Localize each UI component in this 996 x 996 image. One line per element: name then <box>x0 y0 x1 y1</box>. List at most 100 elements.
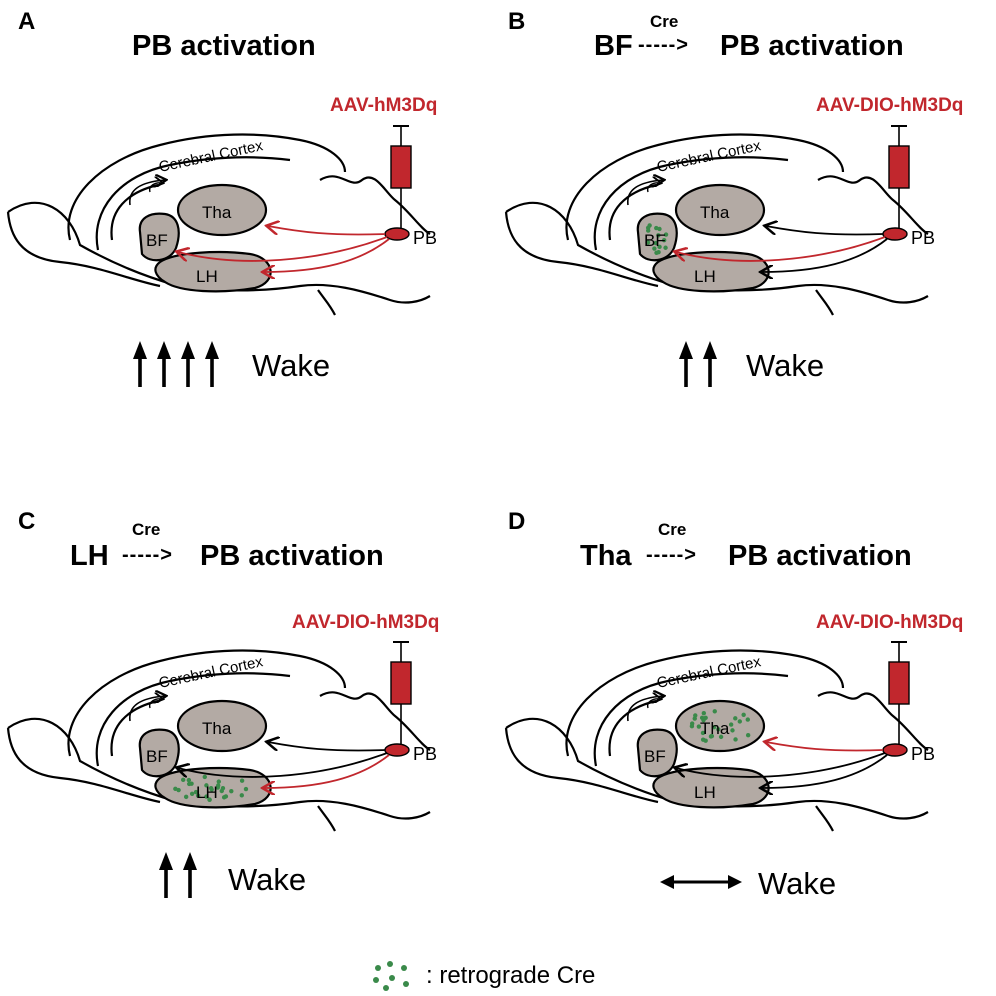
syringe-barrel <box>390 661 412 705</box>
cortex-label: Cerebral Cortex <box>157 653 265 692</box>
panel-letter: C <box>18 508 36 535</box>
tha-region <box>674 183 766 237</box>
tha-region <box>176 183 268 237</box>
cre-label: Cre <box>650 12 679 31</box>
bf-label: BF <box>644 231 666 250</box>
cre-dot <box>652 246 657 251</box>
brain-base <box>504 211 659 288</box>
pb-label: PB <box>911 744 935 764</box>
pb-nucleus <box>882 227 908 241</box>
cre-dot <box>733 737 738 742</box>
projection-to-bf <box>676 236 886 262</box>
lh-label: LH <box>694 783 716 802</box>
cre-dot <box>703 738 708 743</box>
bf-label: BF <box>644 747 666 766</box>
lh-label: LH <box>196 267 218 286</box>
no-change-arrow-head-icon <box>660 875 674 889</box>
cre-dot <box>180 777 186 783</box>
cre-dot <box>243 786 249 792</box>
cre-dot <box>204 794 209 799</box>
cre-dot <box>689 723 695 729</box>
bf-label: BF <box>146 747 168 766</box>
projection-to-tha <box>268 226 386 236</box>
cre-dot <box>712 709 717 714</box>
cre-dot <box>716 727 721 732</box>
wake-up-arrow-head-icon <box>181 341 195 359</box>
cre-dot <box>204 783 209 788</box>
bf-region <box>138 728 180 778</box>
panel-letter: B <box>508 8 526 35</box>
title-prefix: Tha <box>580 540 632 572</box>
pb-nucleus <box>384 227 410 241</box>
cerebellum-outline <box>817 691 929 751</box>
virus-label: AAV-hM3Dq <box>330 95 438 116</box>
wake-effect <box>159 852 197 898</box>
cortex-arrow <box>148 183 162 193</box>
panel-title: PB activation <box>132 30 316 62</box>
wake-up-arrow-head-icon <box>157 341 171 359</box>
cortex-arrow <box>646 699 660 709</box>
cre-label: Cre <box>658 520 687 539</box>
wake-up-arrow-head-icon <box>205 341 219 359</box>
panel-title: PB activation <box>728 540 912 572</box>
wake-up-arrow-head-icon <box>679 341 693 359</box>
cre-arrow: -----> <box>638 34 689 56</box>
projection-to-lh <box>264 754 390 788</box>
tha-label: Tha <box>202 719 232 738</box>
syringe-barrel <box>390 145 412 189</box>
brainstem <box>317 805 336 832</box>
no-change-arrow-head-icon <box>728 875 742 889</box>
bf-region <box>636 728 678 778</box>
cortex-loop <box>608 699 657 757</box>
projection-to-bf <box>676 752 886 778</box>
cre-dot <box>220 785 226 791</box>
cortex-loop <box>110 699 159 757</box>
wake-up-arrow-head-icon <box>159 852 173 870</box>
cre-dot <box>202 774 207 780</box>
projection-to-bf <box>178 752 388 778</box>
legend-text: : retrograde Cre <box>426 962 596 989</box>
cre-dot <box>701 718 706 723</box>
retrograde-cre-dots-icon <box>373 961 409 991</box>
cre-dot <box>696 724 702 729</box>
lh-region <box>154 250 272 293</box>
brain-base <box>6 211 161 288</box>
virus-label: AAV-DIO-hM3Dq <box>292 612 440 633</box>
virus-label: AAV-DIO-hM3Dq <box>816 95 964 116</box>
cre-dot <box>239 778 245 783</box>
cortex-outline <box>67 133 347 241</box>
cre-dot <box>733 716 738 721</box>
projection-to-tha <box>766 742 884 752</box>
cre-dot <box>645 240 651 245</box>
projection-to-lh <box>762 754 888 788</box>
panel-letter: D <box>508 508 526 535</box>
pb-nucleus <box>882 743 908 757</box>
brainstem <box>815 805 834 832</box>
cre-dot <box>737 719 742 724</box>
lh-region <box>652 250 770 293</box>
cre-dot <box>189 781 194 786</box>
cre-dot <box>663 245 668 250</box>
wake-label: Wake <box>252 348 331 383</box>
cre-dot <box>709 733 715 739</box>
brain-base <box>6 727 161 804</box>
cre-dot <box>711 725 717 730</box>
pb-nucleus <box>384 743 410 757</box>
cre-dot <box>195 793 201 798</box>
cre-dot <box>207 797 212 802</box>
cre-dot <box>663 232 669 237</box>
cortex-label: Cerebral Cortex <box>157 137 265 176</box>
projection-to-lh <box>264 238 390 272</box>
cre-dot <box>661 238 667 243</box>
cre-dot <box>700 730 706 736</box>
title-prefix: BF <box>594 30 633 62</box>
pb-label: PB <box>413 228 437 248</box>
cre-dot <box>654 225 659 231</box>
cortex-loop <box>110 183 159 241</box>
projection-to-tha <box>766 226 884 236</box>
